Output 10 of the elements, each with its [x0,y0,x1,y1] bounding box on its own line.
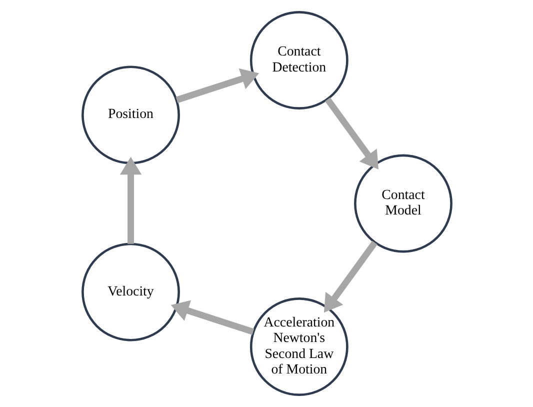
arrow [170,300,254,335]
arrow [175,68,259,104]
arrow [119,156,142,244]
node-circle: Contact Detection [249,11,348,110]
arrow [324,98,378,170]
node-circle: Position [81,66,180,164]
node-circle: Contact Model [354,154,452,253]
node-circle: Acceleration Newton's Second Law of Motion [249,298,348,396]
node-circle: Velocity [81,242,180,342]
arrow [323,240,377,313]
